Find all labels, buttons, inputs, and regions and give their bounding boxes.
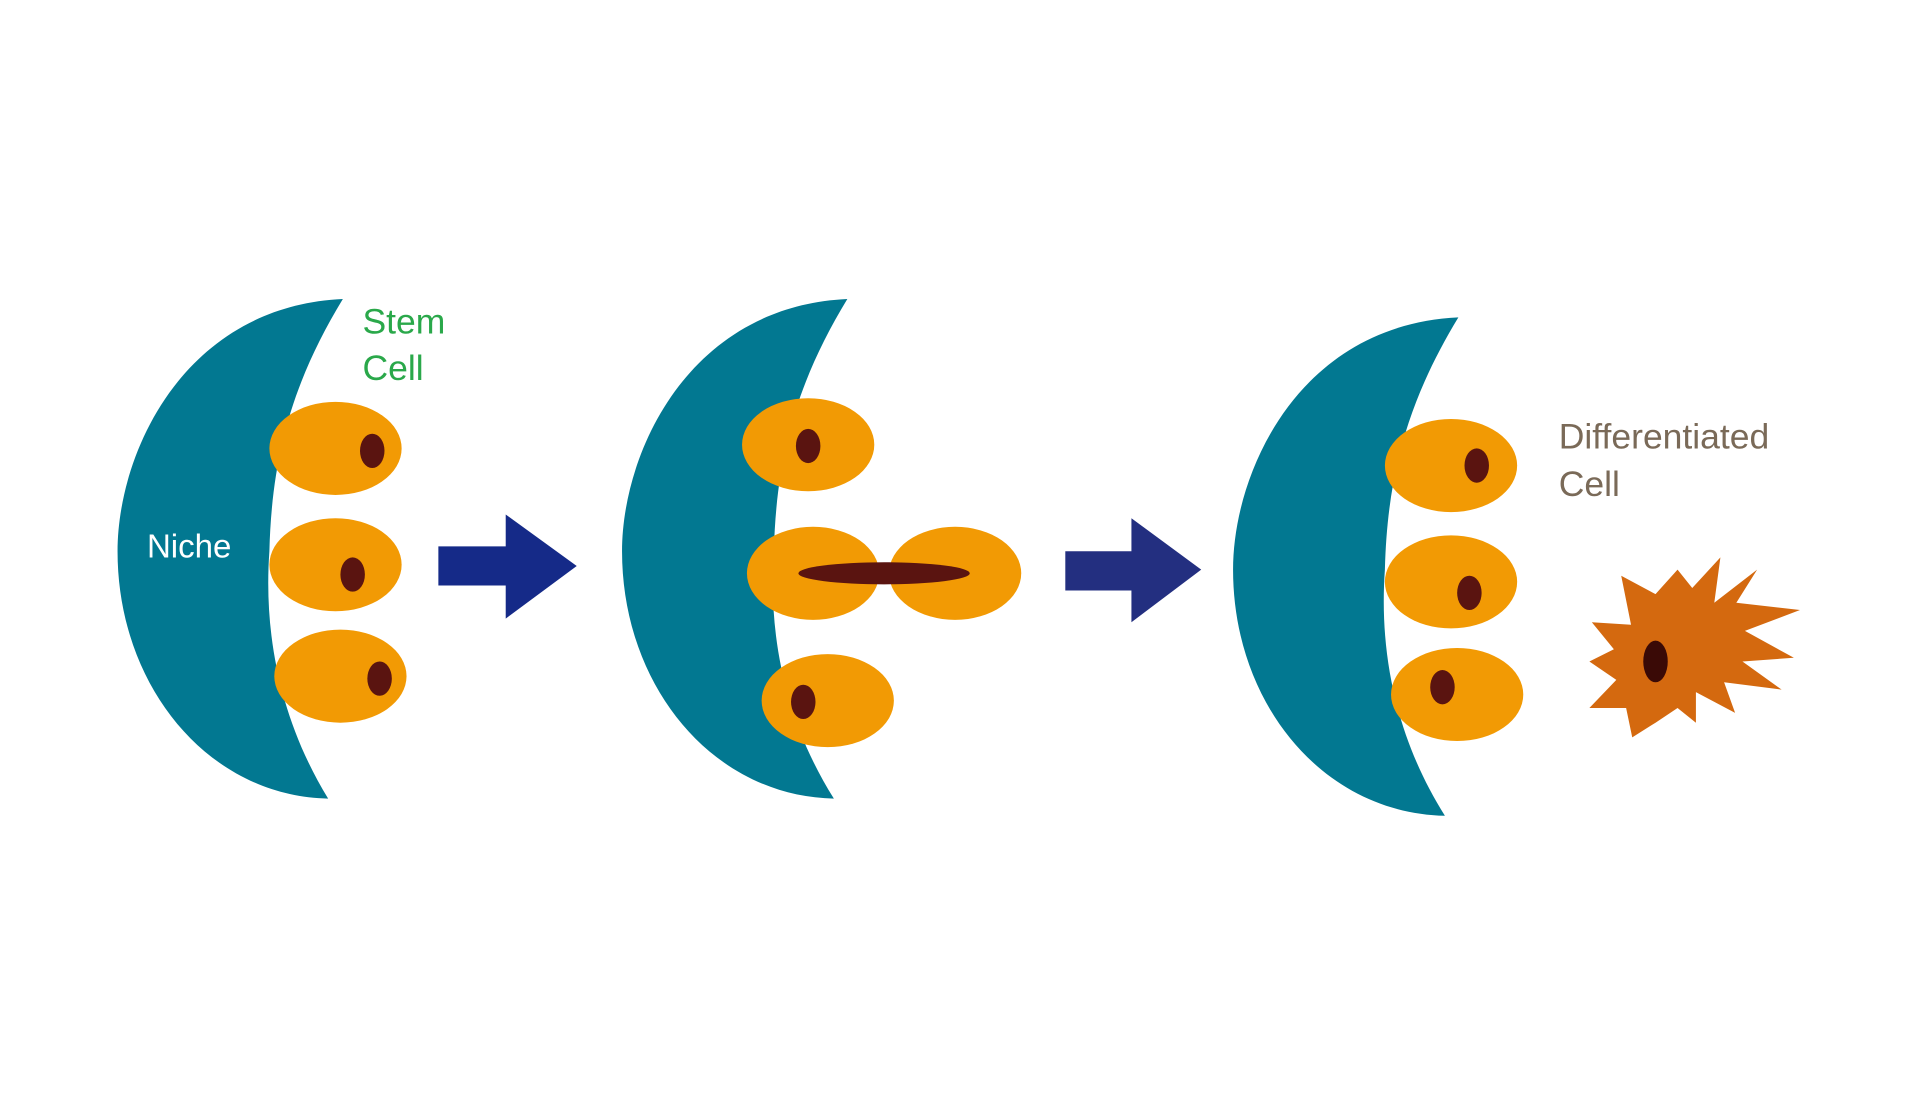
- dividing-cell: [746, 526, 1022, 620]
- nucleus: [1464, 448, 1489, 483]
- stage-3: Differentiated Cell: [1233, 317, 1800, 816]
- differentiated-cell-label-2: Cell: [1559, 464, 1620, 504]
- stem-cell-label-2: Cell: [362, 348, 423, 388]
- stem-cell: [1384, 419, 1518, 513]
- nucleus: [1643, 640, 1668, 683]
- stage-2: [622, 299, 1022, 799]
- arrow-right-icon: [1065, 518, 1202, 623]
- nucleus: [1430, 670, 1455, 705]
- stem-cell: [742, 398, 875, 492]
- niche-label: Niche: [147, 528, 231, 565]
- stem-cell-label-1: Stem: [362, 301, 445, 341]
- nucleus: [791, 684, 816, 720]
- stem-cell: [1384, 535, 1518, 629]
- stem-cell: [269, 401, 402, 495]
- arrow-right-icon: [438, 514, 577, 619]
- dividing-nucleus: [798, 562, 970, 585]
- nucleus: [795, 428, 821, 464]
- stem-cell: [1391, 648, 1524, 742]
- differentiated-cell-label-1: Differentiated: [1559, 416, 1770, 456]
- stage-1: Niche Stem Cell: [117, 299, 445, 799]
- stem-cell: [274, 629, 407, 723]
- nucleus: [1457, 575, 1482, 611]
- stem-cell: [269, 518, 402, 612]
- differentiated-cell: [1589, 557, 1800, 738]
- stem-cell: [761, 654, 894, 748]
- nucleus: [360, 433, 385, 468]
- nucleus: [367, 661, 392, 696]
- nucleus: [340, 557, 365, 592]
